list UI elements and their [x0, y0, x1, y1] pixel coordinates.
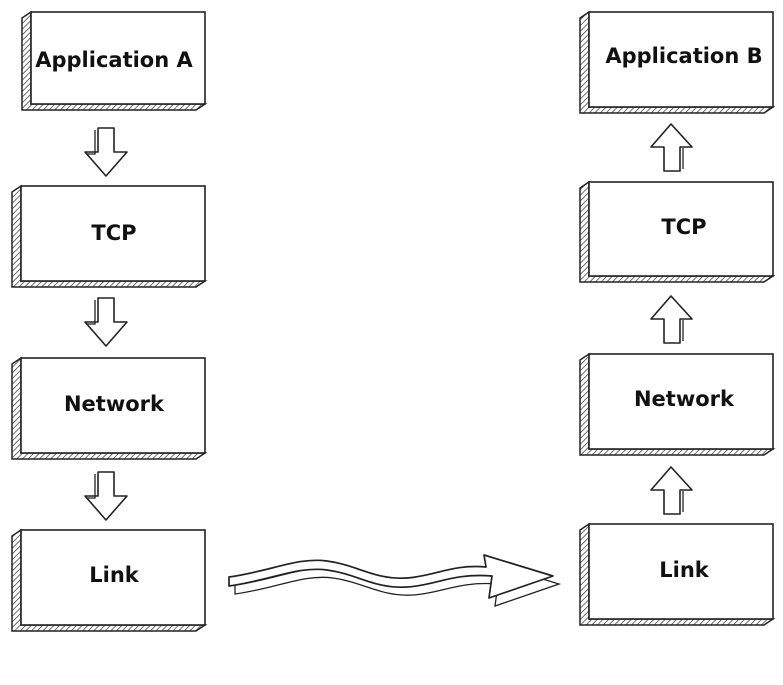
right-tcp-box: TCP — [579, 180, 776, 283]
left-network-box: Network — [11, 356, 208, 460]
left-application-label: Application A — [35, 48, 193, 72]
right-up-arrow-3 — [650, 466, 693, 515]
left-down-arrow-2 — [84, 297, 128, 347]
left-down-arrow-1 — [84, 127, 128, 177]
right-link-box: Link — [579, 522, 776, 626]
left-down-arrow-3 — [84, 471, 128, 521]
right-application-label: Application B — [605, 44, 762, 68]
right-tcp-label: TCP — [661, 215, 706, 239]
right-application-box: Application B — [579, 10, 776, 114]
right-up-arrow-2 — [650, 295, 693, 344]
left-link-label: Link — [89, 563, 140, 587]
left-stack: Application A TCP Network Link — [11, 10, 208, 632]
right-up-arrow-1 — [650, 123, 693, 172]
right-network-label: Network — [634, 387, 735, 411]
left-network-label: Network — [64, 392, 165, 416]
right-stack: Application B TCP Network Link — [579, 10, 776, 626]
right-network-box: Network — [579, 352, 776, 456]
left-tcp-box: TCP — [11, 184, 208, 288]
left-link-box: Link — [11, 528, 208, 632]
left-tcp-label: TCP — [91, 221, 136, 245]
right-link-label: Link — [659, 558, 710, 582]
left-application-box: Application A — [21, 10, 208, 111]
wavy-link-arrow — [228, 554, 562, 607]
